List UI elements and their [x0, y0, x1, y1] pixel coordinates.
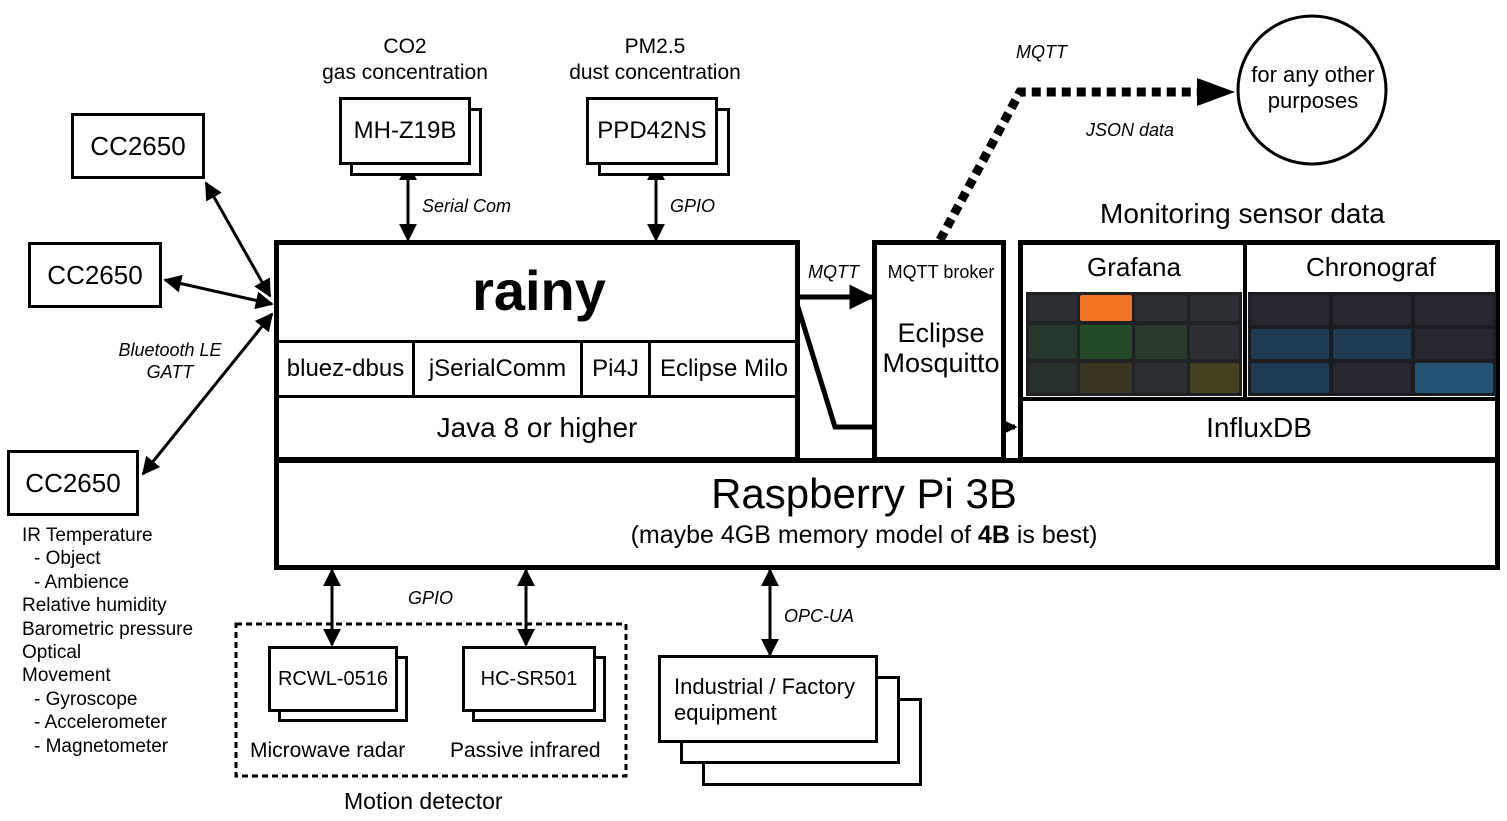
- chronograf-label: Chronograf: [1305, 252, 1437, 282]
- pm25-sensor: PPD42NS: [586, 97, 718, 165]
- motion-detector-label: Motion detector: [344, 788, 503, 814]
- pm25-sensor-label: PPD42NS: [597, 117, 707, 144]
- gpio-label-bottom: GPIO: [408, 588, 454, 608]
- external-mqtt-link: [936, 87, 1210, 243]
- feature-item: - Accelerometer: [34, 712, 168, 734]
- rainy-box: [274, 240, 800, 462]
- ble-link-3: [141, 312, 274, 476]
- monitoring-divider: [1243, 242, 1247, 400]
- cc2650-device-2: CC2650: [28, 242, 162, 308]
- cc2650-device-3: CC2650: [7, 450, 139, 516]
- mqtt-broker-label: MQTT broker: [887, 262, 995, 282]
- external-target-label: for any other purposes: [1251, 62, 1375, 113]
- feature-item: - Gyroscope: [34, 688, 138, 710]
- cc2650-device-1: CC2650: [71, 113, 205, 179]
- industrial-equipment: Industrial / Factory equipment: [658, 655, 878, 743]
- feature-item: Barometric pressure: [22, 618, 194, 640]
- co2-sensor-label: MH-Z19B: [353, 117, 457, 144]
- cc2650-label: CC2650: [90, 130, 186, 161]
- influxdb-label: InfluxDB: [1206, 412, 1312, 443]
- opcua-label: OPC-UA: [784, 606, 855, 626]
- pir-sensor: HC-SR501: [462, 646, 596, 712]
- chronograf-dashboard-thumbnail: [1248, 292, 1496, 396]
- gpio-label-top: GPIO: [670, 196, 716, 216]
- motion-detector-group: [234, 622, 628, 778]
- rainy-divider-top: [276, 340, 798, 343]
- external-target-circle: [1236, 14, 1388, 166]
- feature-item: Movement: [22, 665, 111, 687]
- radar-sensor: RCWL-0516: [268, 646, 398, 712]
- monitoring-title: Monitoring sensor data: [1100, 198, 1385, 229]
- mqtt-label: MQTT: [808, 262, 859, 282]
- serial-com-label: Serial Com: [422, 196, 512, 216]
- lib-pi4j: Pi4J: [583, 343, 651, 395]
- cc2650-feature-list: IR Temperature - Object - Ambience Relat…: [22, 524, 193, 758]
- feature-item: - Object: [34, 548, 101, 570]
- radar-label: Microwave radar: [250, 739, 406, 762]
- ble-link-1: [204, 181, 272, 298]
- cc2650-label: CC2650: [25, 467, 121, 498]
- lib-jserialcomm: jSerialComm: [415, 343, 583, 395]
- lib-eclipse-milo: Eclipse Milo: [659, 355, 789, 382]
- co2-sensor: MH-Z19B: [339, 97, 471, 165]
- industrial-equipment-label: Industrial / Factory equipment: [674, 674, 855, 725]
- monitoring-divider-h: [1020, 397, 1498, 401]
- rainy-divider-mid: [276, 395, 798, 398]
- ble-link-2: [163, 274, 274, 310]
- grafana-label: Grafana: [1087, 252, 1181, 282]
- raspberry-pi-title: Raspberry Pi 3B: [711, 470, 1017, 517]
- pm25-title: PM2.5 dust concentration: [569, 35, 741, 84]
- raspberry-pi-subtitle: (maybe 4GB memory model of 4B is best): [630, 521, 1098, 549]
- external-mqtt-label: MQTT: [1016, 42, 1067, 62]
- ble-label: Bluetooth LE GATT: [118, 340, 222, 382]
- rainy-title: rainy: [472, 259, 606, 322]
- json-data-label: JSON data: [1086, 120, 1175, 140]
- mosquitto-label: Eclipse Mosquitto: [882, 318, 1000, 378]
- java-runtime: Java 8 or higher: [436, 412, 638, 443]
- cc2650-label: CC2650: [47, 259, 143, 290]
- grafana-dashboard-thumbnail: [1026, 292, 1242, 396]
- co2-title: CO2 gas concentration: [322, 35, 488, 84]
- pir-label: Passive infrared: [450, 739, 601, 762]
- feature-item: Relative humidity: [22, 595, 167, 617]
- feature-item: - Ambience: [34, 571, 130, 593]
- feature-item: - Magnetometer: [34, 735, 169, 757]
- lib-bluez-dbus: bluez-dbus: [279, 343, 415, 395]
- mqtt-broker-box: [872, 240, 1006, 462]
- feature-item: IR Temperature: [22, 525, 153, 546]
- feature-item: Optical: [22, 642, 82, 664]
